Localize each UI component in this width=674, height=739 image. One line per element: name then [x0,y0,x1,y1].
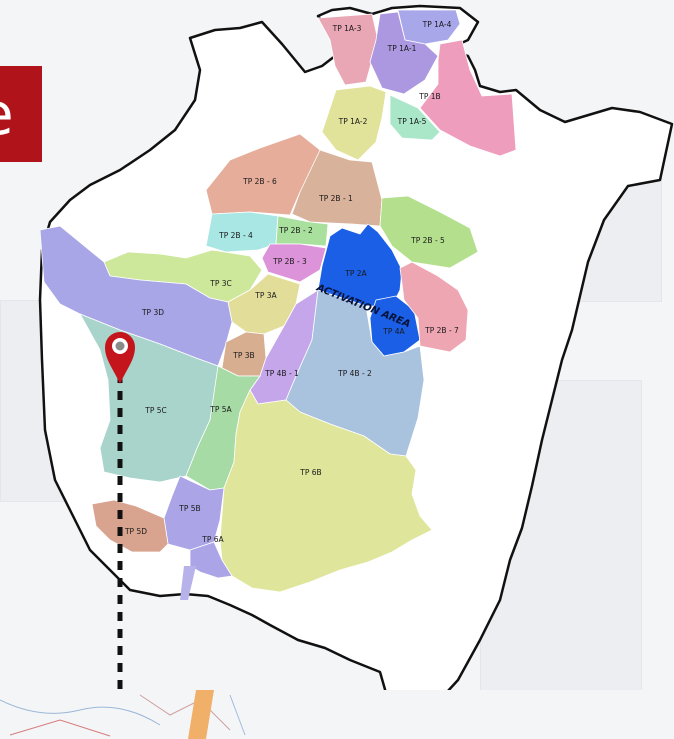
label-tp3c: TP 3C [209,279,232,288]
label-tp1a-5: TP 1A-5 [397,117,427,126]
zone-tp1a-3[interactable] [317,13,379,86]
label-tp4a: TP 4A [382,327,405,336]
label-tp1a-2: TP 1A-2 [338,117,368,126]
label-tp2a: TP 2A [344,269,367,278]
label-tp1a-1: TP 1A-1 [387,44,417,53]
label-tp2b-1: TP 2B - 1 [318,194,353,203]
zone-tp1a-2[interactable] [321,85,387,161]
label-tp3a: TP 3A [254,291,277,300]
label-tp6b: TP 6B [299,468,321,477]
label-tp1b: TP 1B [418,92,440,101]
zone-tp5d[interactable] [91,499,169,553]
zone-tp2b-1[interactable] [291,149,383,227]
label-tp3b: TP 3B [232,351,254,360]
zone-tp6b[interactable] [219,389,433,593]
zone-tp1b[interactable] [419,39,517,157]
label-tp5d: TP 5D [124,527,147,536]
label-tp6a: TP 6A [201,535,224,544]
corridor-road [180,566,196,600]
label-tp4b-2: TP 4B - 2 [337,369,372,378]
location-pin-icon[interactable] [105,332,135,384]
title-badge: e [0,66,42,162]
label-tp3d: TP 3D [141,308,164,317]
zone-tp2b-4[interactable] [205,211,279,253]
label-tp1a-3: TP 1A-3 [332,24,362,33]
label-tp2b-7: TP 2B - 7 [424,326,459,335]
label-tp1a-4: TP 1A-4 [422,20,452,29]
zone-tp4b-2[interactable] [285,289,425,457]
zone-tp1a-1[interactable] [369,11,439,95]
zone-tp2b-3[interactable] [261,243,327,283]
zone-tp3d[interactable] [39,225,233,367]
label-tp4b-1: TP 4B - 1 [264,369,299,378]
title-badge-text: e [0,66,14,162]
label-tp2b-6: TP 2B - 6 [242,177,277,186]
label-tp5c: TP 5C [144,406,167,415]
label-tp5a: TP 5A [209,405,232,414]
label-tp2b-5: TP 2B - 5 [410,236,445,245]
label-tp2b-4: TP 2B - 4 [218,231,253,240]
label-tp2b-3: TP 2B - 3 [272,257,307,266]
zone-tp1a-5[interactable] [389,94,441,141]
inset-map-strip [0,690,674,739]
zone-tp2b-5[interactable] [379,195,479,269]
zone-tp2b-7[interactable] [399,261,469,353]
label-tp5b: TP 5B [178,504,200,513]
label-tp2b-2: TP 2B - 2 [278,226,313,235]
